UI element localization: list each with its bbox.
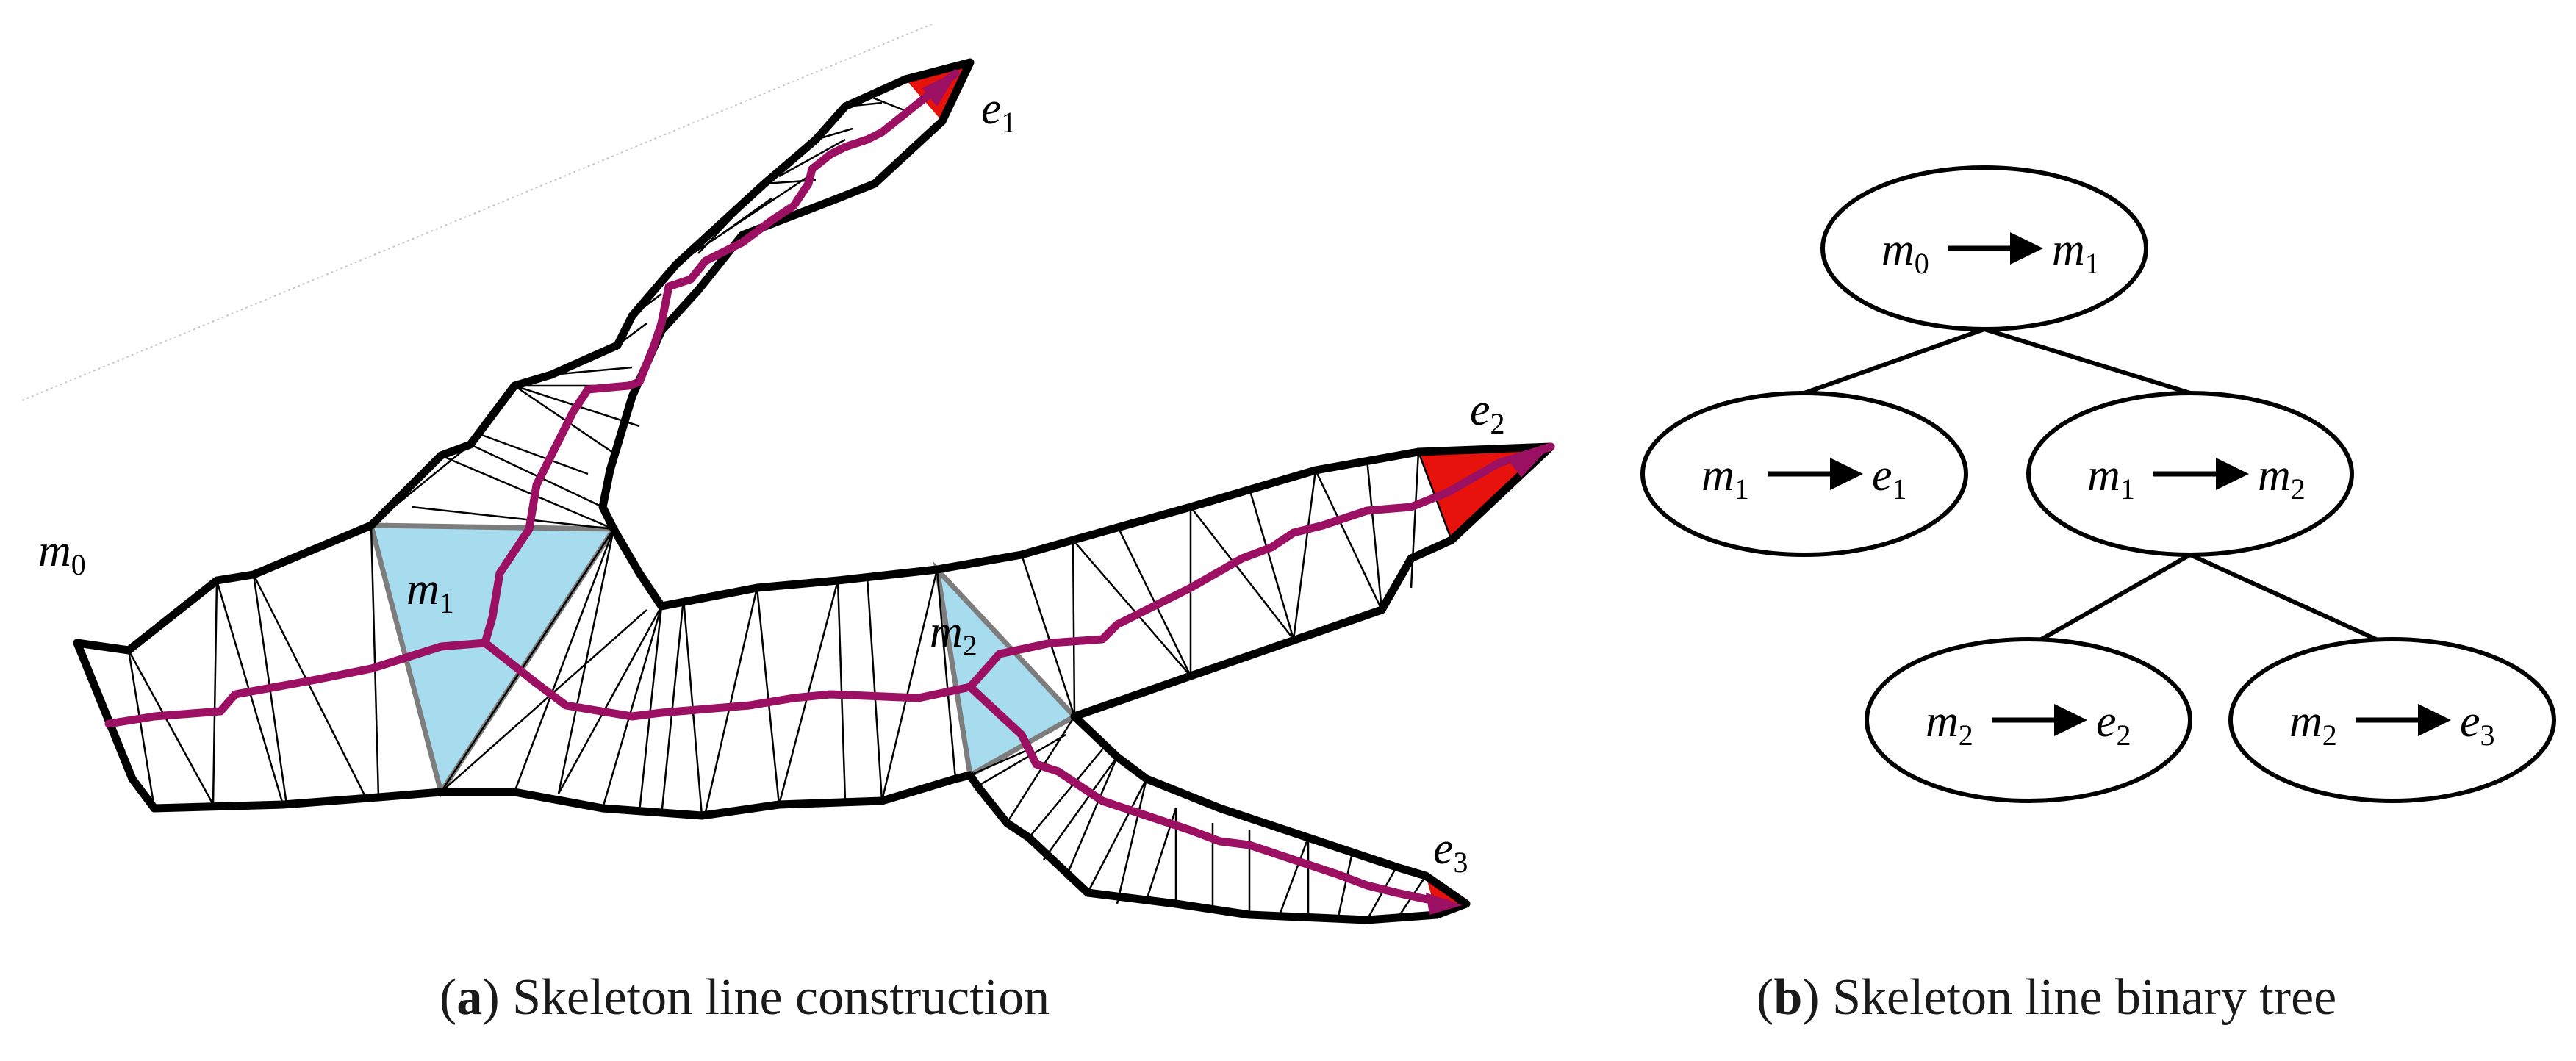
junction-triangle-m2 [933,561,1079,780]
edge-root-left [1803,327,1986,395]
caption-a-text: Skeleton line construction [499,969,1050,1026]
polygon-outline [73,58,1555,924]
node-m1-m2: m1 m2 [2026,391,2354,557]
tree-nodes: m0 m1 m1 e1 m1 m2 m2 e2 m2 e3 [1640,165,2556,803]
node-from-label: m1 [1701,450,1749,506]
node-from-label: m2 [2289,697,2337,752]
arrowhead-e1 [922,70,959,107]
node-arrowhead [1830,458,1863,490]
node-to-label: e1 [1872,450,1907,506]
panel-b-binary-tree: m0 m1 m1 e1 m1 m2 m2 e2 m2 e3 [1640,165,2556,803]
node-arrowhead [2418,704,2451,736]
node-from-label: m2 [1926,697,1973,752]
edge-right-right [2189,553,2394,649]
tree-edges [1803,327,2394,649]
node-to-label: m1 [2052,225,2100,280]
node-arrowhead [2054,704,2087,736]
node-m2-e2: m2 e2 [1865,637,2192,803]
label-e3: e3 [1433,824,1468,879]
edge-root-right [1984,327,2191,395]
caption-b-text: Skeleton line binary tree [1819,969,2337,1026]
panel-a-skeleton-construction: m0 m1 m2 e1 e2 e3 [21,23,1555,924]
node-m1-e1: m1 e1 [1640,391,1968,557]
node-to-label: e3 [2460,697,2495,752]
node-arrowhead [2216,458,2249,490]
arrowhead-e3 [1426,893,1463,915]
label-m2: m2 [930,607,977,662]
label-e1: e1 [981,84,1016,139]
node-from-label: m1 [2087,450,2135,506]
skeleton-lines [104,69,1555,908]
caption-b: (b) Skeleton line binary tree [1757,969,2337,1026]
label-e2: e2 [1470,385,1505,440]
node-arrowhead [2010,232,2043,265]
node-to-label: e2 [2096,697,2131,752]
caption-b-letter: b [1773,969,1803,1026]
node-to-label: m2 [2258,450,2306,506]
node-from-label: m0 [1881,225,1929,280]
node-m2-e3: m2 e3 [2228,637,2556,803]
arrowhead-e2 [1510,450,1547,478]
node-m0-m1: m0 m1 [1820,165,2148,331]
caption-a-letter: a [456,969,483,1026]
label-m1: m1 [406,564,454,619]
edge-right-left [2027,553,2192,649]
caption-a: (a) Skeleton line construction [440,969,1050,1026]
label-m0: m0 [38,526,86,581]
